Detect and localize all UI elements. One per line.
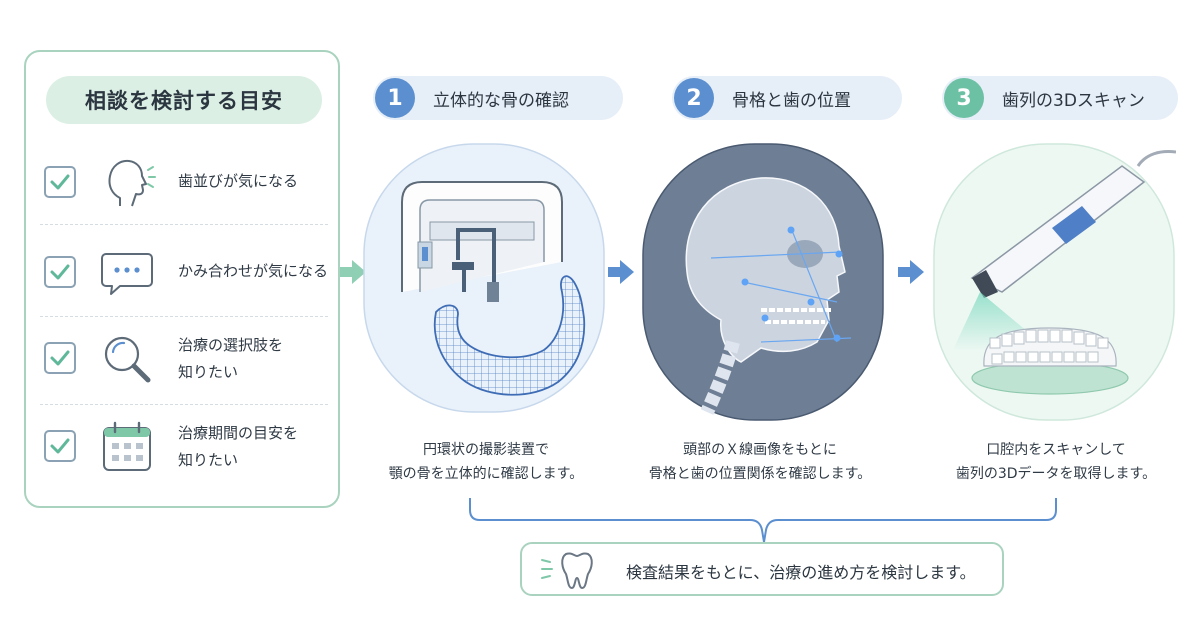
arrow-right-icon xyxy=(896,258,926,290)
step-number-badge: 1 xyxy=(375,78,415,118)
magnifier-icon xyxy=(98,330,156,388)
step-caption: 頭部のＸ線画像をもとに 骨格と歯の位置関係を確認します。 xyxy=(648,442,872,482)
step-title: 立体的な骨の確認 xyxy=(433,90,569,111)
face-profile-icon xyxy=(98,154,156,212)
divider xyxy=(40,316,328,317)
tooth-icon xyxy=(560,550,594,594)
step-title: 歯列の3Dスキャン xyxy=(1002,90,1145,111)
summary-box: 検査結果をもとに、治療の進め方を検討します。 xyxy=(520,542,1004,596)
checklist-label: 歯並びが気になる xyxy=(178,172,299,190)
checklist-item: 歯並びが気になる xyxy=(26,138,338,230)
step-caption: 口腔内をスキャンして 歯列の3Dデータを取得します。 xyxy=(955,442,1157,482)
step-number-badge: 2 xyxy=(674,78,714,118)
cephalometric-xray-illustration xyxy=(641,142,885,422)
checklist-panel: 相談を検討する目安 歯並びが気になる かみ合わせが気になる xyxy=(24,50,340,508)
step-number-badge: 3 xyxy=(944,78,984,118)
checklist-item: かみ合わせが気になる xyxy=(26,228,338,320)
checkbox-checked[interactable] xyxy=(44,256,76,288)
checklist-label: かみ合わせが気になる xyxy=(178,262,329,280)
calendar-icon xyxy=(98,418,156,476)
divider xyxy=(40,224,328,225)
arrow-right-icon xyxy=(606,258,636,290)
step-2-header: 2 骨格と歯の位置 xyxy=(672,76,902,120)
arrow-right-icon xyxy=(338,258,368,290)
step-caption: 円環状の撮影装置で 顎の骨を立体的に確認します。 xyxy=(388,442,584,482)
intraoral-scanner-illustration xyxy=(932,142,1177,422)
checklist-label: 治療の選択肢を 知りたい xyxy=(178,336,284,381)
checkbox-checked[interactable] xyxy=(44,342,76,374)
sparkle-lines-icon xyxy=(540,554,556,588)
summary-text: 検査結果をもとに、治療の進め方を検討します。 xyxy=(626,563,976,582)
checklist-title: 相談を検討する目安 xyxy=(46,76,322,124)
cbct-scanner-illustration xyxy=(362,142,606,414)
step-1-header: 1 立体的な骨の確認 xyxy=(373,76,623,120)
checkbox-checked[interactable] xyxy=(44,430,76,462)
checklist-item: 治療期間の目安を 知りたい xyxy=(26,402,338,494)
checklist-label: 治療期間の目安を 知りたい xyxy=(178,424,299,469)
checklist-item: 治療の選択肢を 知りたい xyxy=(26,314,338,406)
checkbox-checked[interactable] xyxy=(44,166,76,198)
step-3-header: 3 歯列の3Dスキャン xyxy=(942,76,1178,120)
divider xyxy=(40,404,328,405)
speech-bubble-icon xyxy=(98,244,156,302)
summary-bracket xyxy=(468,496,1060,548)
step-title: 骨格と歯の位置 xyxy=(732,90,851,111)
